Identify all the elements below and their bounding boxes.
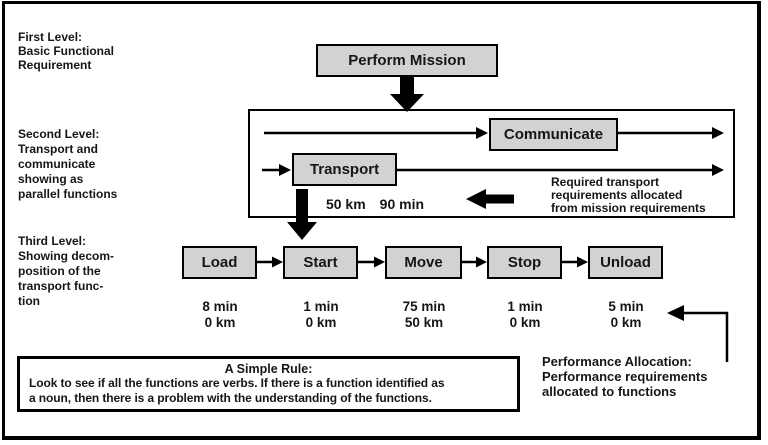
rule-line: Look to see if all the functions are ver… — [29, 376, 445, 390]
step-connector-arrows — [257, 256, 588, 268]
note-line: allocated to functions — [542, 384, 677, 399]
third-level-label: Third Level: Showing decom- position of … — [18, 234, 114, 309]
first-level-label: First Level: Basic Functional Requiremen… — [18, 30, 114, 72]
metric-distance: 0 km — [509, 315, 541, 330]
allocation-left-arrow — [466, 189, 514, 209]
label-line: position of the — [18, 264, 101, 278]
required-transport-note: Required transport requirements allocate… — [551, 176, 733, 215]
metric-time: 75 min — [402, 299, 446, 314]
stop-box: Stop — [487, 246, 562, 279]
label-line: Showing decom- — [18, 249, 114, 263]
move-metrics: 75 min 50 km — [379, 299, 469, 331]
transport-lane-arrows — [262, 164, 724, 176]
label-line: transport func- — [18, 279, 104, 293]
performance-allocation-connector — [667, 305, 729, 362]
transport-metrics: 50 km 90 min — [312, 196, 438, 212]
stop-metrics: 1 min 0 km — [480, 299, 570, 331]
rule-line: a noun, then there is a problem with the… — [29, 390, 432, 405]
start-box: Start — [283, 246, 358, 279]
note-line: from mission requirements — [551, 201, 706, 215]
metric-distance: 0 km — [305, 315, 337, 330]
metric-distance: 0 km — [204, 315, 236, 330]
note-line: Required transport — [551, 175, 660, 189]
metric-distance: 0 km — [610, 315, 642, 330]
metric-time: 5 min — [608, 299, 644, 314]
note-line: Performance requirements — [542, 369, 708, 384]
metric-distance: 50 km — [404, 315, 444, 330]
metric-time: 8 min — [202, 299, 238, 314]
start-metrics: 1 min 0 km — [276, 299, 366, 331]
label-line: communicate — [18, 157, 96, 171]
unload-metrics: 5 min 0 km — [581, 299, 671, 331]
transport-distance: 50 km — [325, 196, 366, 212]
metric-time: 1 min — [507, 299, 543, 314]
note-line: Performance Allocation: — [542, 354, 692, 369]
simple-rule-box: A Simple Rule: Look to see if all the fu… — [17, 356, 520, 412]
label-line: Transport and — [18, 142, 99, 156]
label-line: Second Level: — [18, 127, 100, 141]
unload-box: Unload — [588, 246, 663, 279]
communicate-box: Communicate — [489, 118, 618, 151]
move-box: Move — [385, 246, 462, 279]
second-level-label: Second Level: Transport and communicate … — [18, 127, 117, 202]
label-line: Basic Functional — [18, 44, 115, 58]
transport-time: 90 min — [379, 196, 425, 212]
label-line: tion — [18, 294, 40, 308]
label-line: parallel functions — [18, 187, 118, 201]
second-level-container — [248, 109, 735, 218]
label-line: Requirement — [18, 58, 92, 72]
load-metrics: 8 min 0 km — [175, 299, 265, 331]
label-line: Third Level: — [18, 234, 87, 248]
perform-mission-box: Perform Mission — [316, 44, 498, 77]
transport-to-third-arrow — [287, 189, 317, 240]
metric-time: 1 min — [303, 299, 339, 314]
transport-box: Transport — [292, 153, 397, 186]
rule-title: A Simple Rule: — [224, 362, 313, 376]
load-box: Load — [182, 246, 257, 279]
note-line: requirements allocated — [551, 188, 683, 202]
performance-allocation-note: Performance Allocation: Performance requ… — [542, 354, 707, 399]
mission-to-second-arrow — [390, 76, 424, 112]
label-line: showing as — [18, 172, 84, 186]
label-line: First Level: — [18, 30, 83, 44]
communicate-lane-arrows — [264, 127, 724, 139]
